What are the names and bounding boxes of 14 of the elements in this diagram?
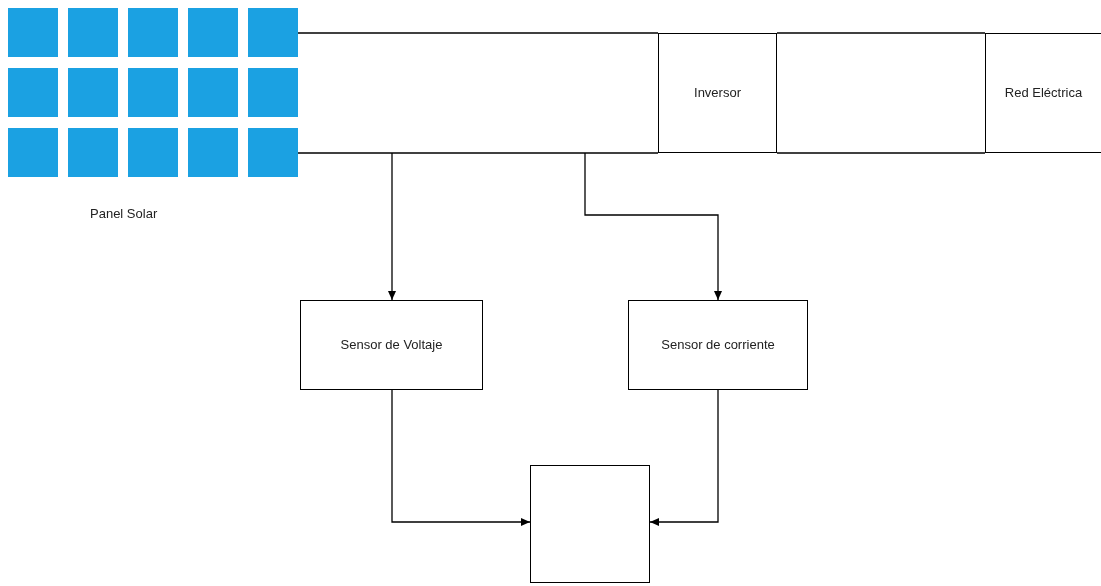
arrow — [391, 389, 531, 526]
panel-caption: Panel Solar — [90, 206, 158, 221]
connector-line — [776, 32, 986, 34]
connector-line — [776, 152, 986, 154]
arrow — [649, 389, 719, 526]
empty-box — [530, 465, 650, 583]
process-box: Red Eléctrica — [985, 33, 1101, 153]
process-box: Inversor — [658, 33, 777, 153]
arrow — [584, 152, 722, 301]
process-box: Sensor de Voltaje — [300, 300, 483, 390]
process-box: Sensor de corriente — [628, 300, 808, 390]
connector-line — [297, 152, 659, 154]
arrow — [388, 152, 396, 301]
connector-line — [297, 32, 659, 34]
